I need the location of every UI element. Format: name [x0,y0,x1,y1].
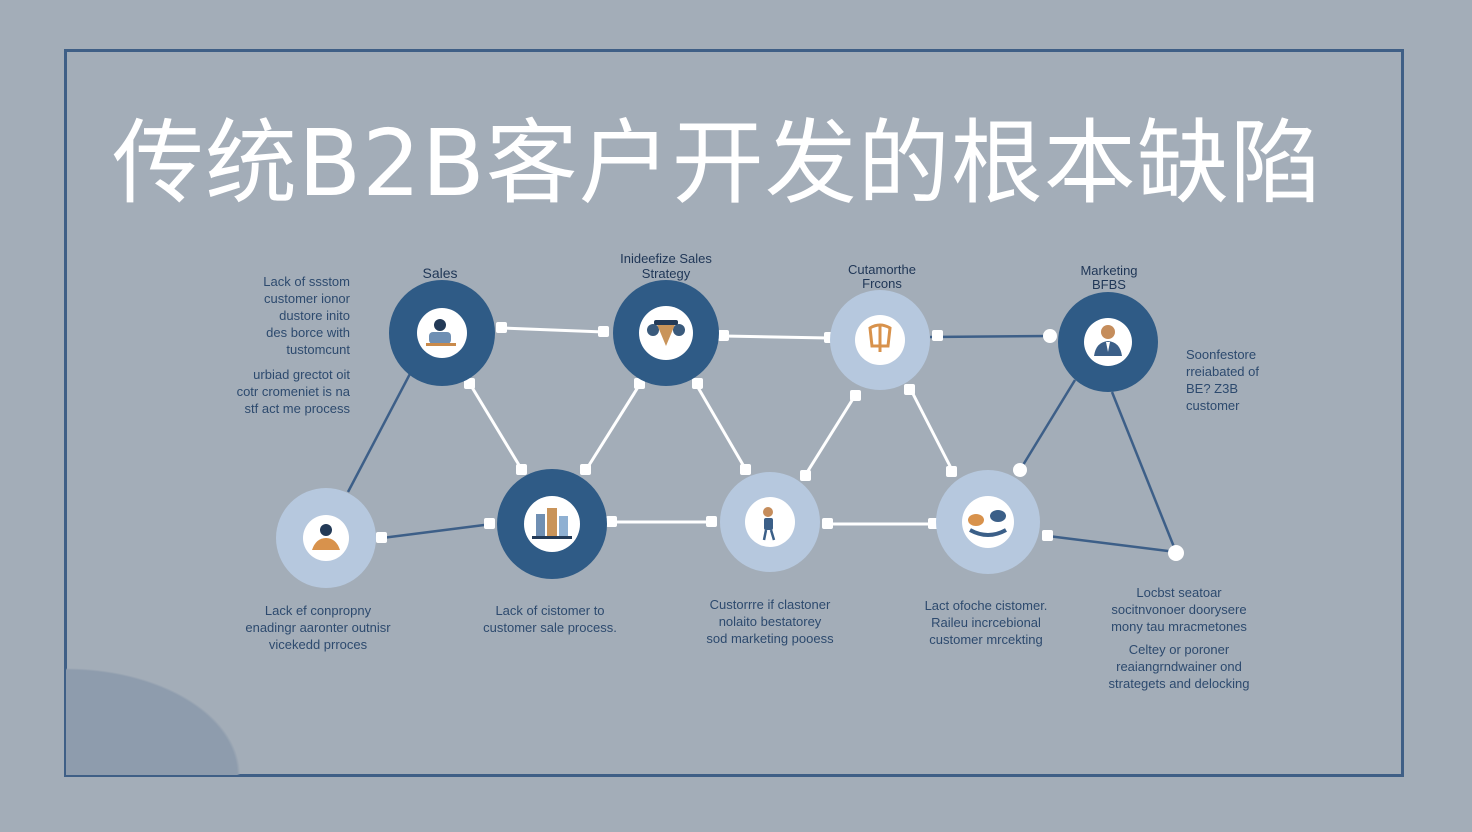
node-heading-customer-focus: Cutamorthe Frcons [848,262,916,291]
connector-line [1018,379,1077,471]
node-heading-sales: Sales [422,265,458,281]
description-bottom-5a: Locbst seatoar socitnvonoer doorysere mo… [1111,585,1247,634]
description-bottom-3: Custorrre if clastoner nolaito bestatore… [706,597,834,646]
node-sales [389,280,495,386]
description-bottom-5b: Celtey or poroner reaiangrndwainer ond s… [1108,642,1250,691]
connector-line [346,369,414,493]
description-bottom-4: Lact ofoche cistomer. Raileu incrcebiona… [924,598,1048,647]
connector-line [804,393,858,475]
connector-line [501,326,605,334]
node-heading-marketing: Marketing BFBS [1080,263,1138,292]
connector-line [584,383,642,471]
connector-line [694,383,748,471]
node-bottom-1 [276,488,376,588]
description-bottom-1: Lack ef conpropny enadingr aaronter outn… [245,603,391,652]
handshake-icon [968,510,1007,537]
connector-line [1047,534,1177,554]
businessman-icon [1094,325,1122,356]
connector-line [381,522,493,540]
team-icon [647,320,685,346]
connector-line [1110,391,1178,553]
worker-icon [312,524,340,550]
corner-shade [66,640,286,775]
node-bottom-4 [936,470,1040,574]
node-sales-strategy [613,280,719,386]
node-bottom-3 [720,472,820,572]
node-customer-focus [830,290,930,390]
description-left-bottom: urbiad grectot oit cotr cromeniet is na … [236,367,350,416]
target-hand-icon [868,323,892,352]
connector-line [723,334,829,340]
presenter-icon [762,507,776,541]
person-desk-icon [426,319,456,346]
slide-frame [64,49,1404,777]
connector-line [908,387,954,471]
description-left-top: Lack of ssstom customer ionor dustore in… [263,274,350,357]
node-heading-sales-strategy: Inideefize Sales Strategy [620,251,712,281]
description-right-top: Soonfestore rreiabated of BE? Z3B custom… [1186,347,1259,413]
node-bottom-2 [497,469,607,579]
connector-line [468,383,524,471]
description-bottom-2: Lack of cistomer to customer sale proces… [483,603,617,635]
connector-line [929,334,1051,339]
page-title: 传统B2B客户开发的根本缺陷 [112,110,1323,217]
office-building-icon [532,508,572,539]
node-marketing [1058,292,1158,392]
